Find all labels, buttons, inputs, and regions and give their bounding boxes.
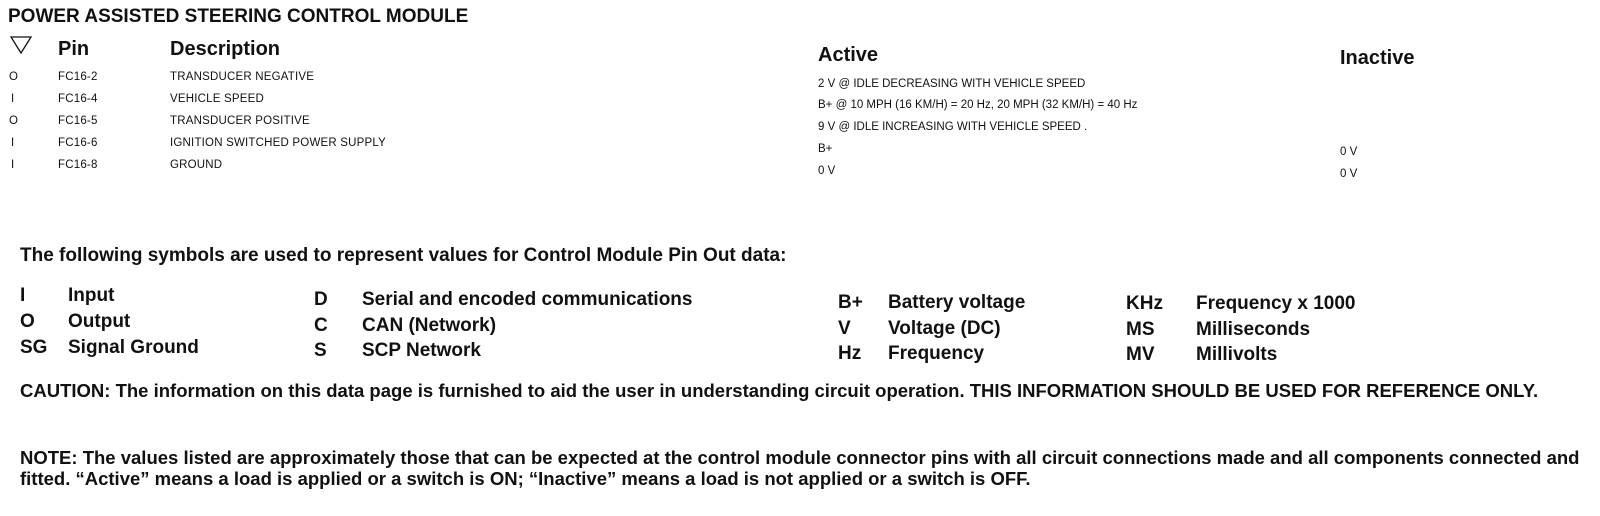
row-active: 0 V xyxy=(818,165,836,177)
symbol-desc: Millivolts xyxy=(1196,344,1278,365)
row-io: I xyxy=(11,159,15,171)
row-io: I xyxy=(11,137,15,149)
row-description: TRANSDUCER NEGATIVE xyxy=(170,71,315,83)
row-pin: FC16-8 xyxy=(58,159,98,171)
symbol-code: V xyxy=(838,318,851,339)
symbol-desc: Input xyxy=(68,285,115,306)
row-active: 9 V @ IDLE INCREASING WITH VEHICLE SPEED… xyxy=(818,121,1088,133)
row-description: VEHICLE SPEED xyxy=(170,93,264,105)
symbol-code: B+ xyxy=(838,292,863,313)
row-io: I xyxy=(11,93,15,105)
symbol-desc: Frequency x 1000 xyxy=(1196,293,1356,314)
symbol-desc: Voltage (DC) xyxy=(888,318,1001,339)
row-pin: FC16-6 xyxy=(58,137,98,149)
row-description: IGNITION SWITCHED POWER SUPPLY xyxy=(170,137,386,149)
row-io: O xyxy=(9,115,19,127)
row-pin: FC16-4 xyxy=(58,93,98,105)
row-active: 2 V @ IDLE DECREASING WITH VEHICLE SPEED xyxy=(818,78,1086,90)
symbol-code: D xyxy=(314,289,328,310)
note-text: NOTE: The values listed are approximatel… xyxy=(20,447,1580,489)
inactive-header: Inactive xyxy=(1340,47,1415,69)
symbol-code: O xyxy=(20,311,35,332)
row-description: GROUND xyxy=(170,159,223,171)
symbol-desc: Battery voltage xyxy=(888,292,1026,313)
row-pin: FC16-5 xyxy=(58,115,98,127)
caution-text: CAUTION: The information on this data pa… xyxy=(20,380,1539,401)
row-active: B+ @ 10 MPH (16 KM/H) = 20 Hz, 20 MPH (3… xyxy=(818,99,1138,111)
symbol-desc: Output xyxy=(68,311,131,332)
direction-triangle-icon xyxy=(10,36,32,54)
symbol-desc: Milliseconds xyxy=(1196,319,1311,340)
symbol-desc: Serial and encoded communications xyxy=(362,289,693,310)
symbol-desc: Signal Ground xyxy=(68,337,199,358)
symbol-code: S xyxy=(314,340,327,361)
symbol-desc: SCP Network xyxy=(362,340,481,361)
row-io: O xyxy=(9,71,19,83)
symbol-code: SG xyxy=(20,337,48,358)
symbol-desc: CAN (Network) xyxy=(362,315,497,336)
active-header: Active xyxy=(818,44,879,66)
symbols-intro: The following symbols are used to repres… xyxy=(20,245,787,266)
symbol-code: MS xyxy=(1126,319,1155,340)
row-inactive: 0 V xyxy=(1340,168,1358,180)
description-header: Description xyxy=(170,38,281,60)
symbol-desc: Frequency xyxy=(888,343,985,364)
symbol-code: KHz xyxy=(1126,293,1163,314)
row-description: TRANSDUCER POSITIVE xyxy=(170,115,310,127)
page-title: POWER ASSISTED STEERING CONTROL MODULE xyxy=(8,6,469,27)
row-pin: FC16-2 xyxy=(58,71,98,83)
symbol-code: MV xyxy=(1126,344,1155,365)
symbol-code: Hz xyxy=(838,343,862,364)
symbol-code: I xyxy=(20,285,26,306)
pin-header: Pin xyxy=(58,38,90,60)
row-inactive: 0 V xyxy=(1340,146,1358,158)
row-active: B+ xyxy=(818,143,833,155)
symbol-code: C xyxy=(314,315,328,336)
